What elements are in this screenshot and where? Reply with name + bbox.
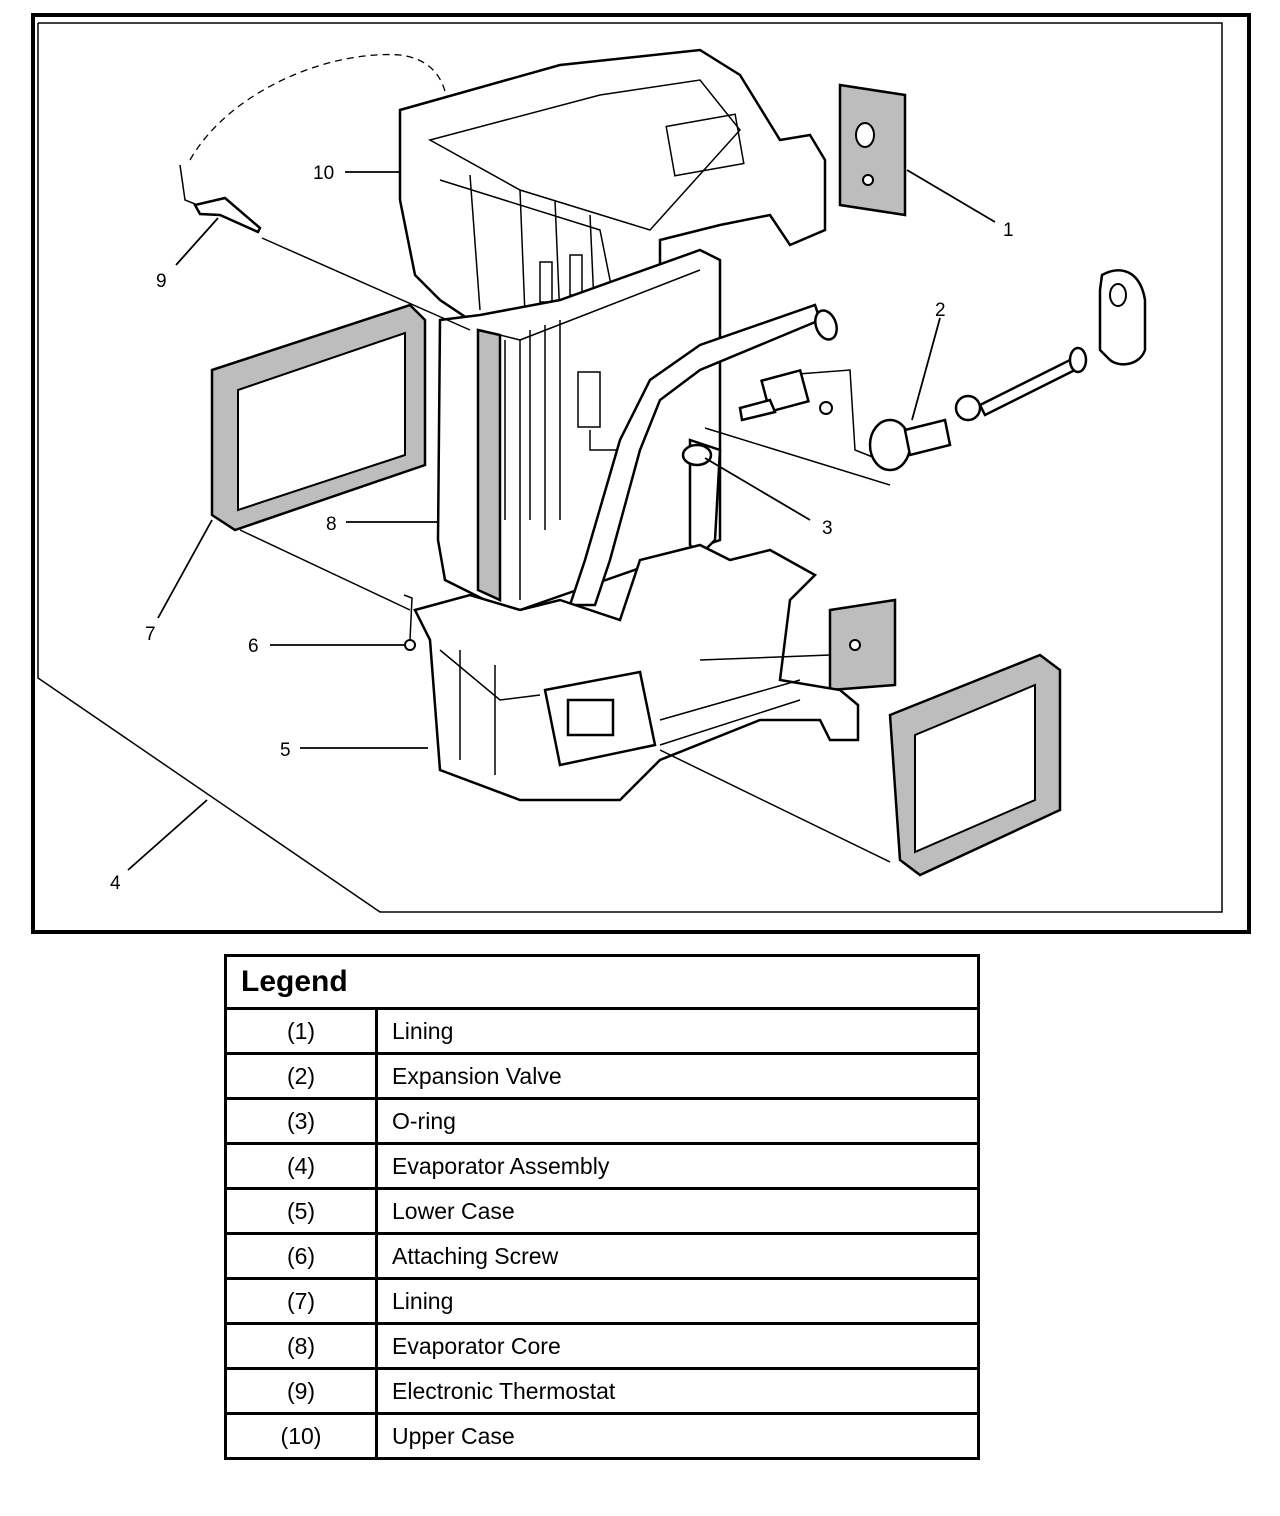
legend: Legend (1) Lining (2) Expansion Valve (3… — [224, 954, 980, 1460]
legend-description: Lining — [375, 1007, 980, 1055]
legend-row: (1) Lining — [224, 1007, 980, 1055]
legend-number: (6) — [224, 1232, 378, 1280]
legend-header-row: Legend — [224, 954, 980, 1010]
lining-7 — [210, 303, 427, 532]
legend-table: Legend (1) Lining (2) Expansion Valve (3… — [224, 954, 980, 1460]
upper-case — [398, 48, 827, 337]
callout-1: 1 — [1003, 220, 1014, 241]
legend-description: Evaporator Core — [375, 1322, 980, 1370]
legend-row: (3) O-ring — [224, 1097, 980, 1145]
callout-6: 6 — [248, 636, 259, 657]
legend-title: Legend — [224, 954, 980, 1010]
legend-row: (2) Expansion Valve — [224, 1052, 980, 1100]
legend-number: (9) — [224, 1367, 378, 1415]
legend-description: Lining — [375, 1277, 980, 1325]
callout-10: 10 — [313, 163, 334, 184]
legend-number: (8) — [224, 1322, 378, 1370]
expansion-valve — [738, 269, 1147, 472]
legend-number: (1) — [224, 1007, 378, 1055]
legend-number: (3) — [224, 1097, 378, 1145]
exploded-diagram: 1 2 3 4 5 6 7 8 9 10 — [31, 13, 1251, 934]
legend-row: (7) Lining — [224, 1277, 980, 1325]
attaching-screw — [403, 594, 416, 651]
legend-description: Upper Case — [375, 1412, 980, 1460]
legend-description: Lower Case — [375, 1187, 980, 1235]
callout-8: 8 — [326, 514, 337, 535]
legend-row: (8) Evaporator Core — [224, 1322, 980, 1370]
legend-number: (5) — [224, 1187, 378, 1235]
legend-row: (5) Lower Case — [224, 1187, 980, 1235]
legend-description: Attaching Screw — [375, 1232, 980, 1280]
electronic-thermostat — [179, 164, 262, 234]
legend-description: Electronic Thermostat — [375, 1367, 980, 1415]
legend-row: (9) Electronic Thermostat — [224, 1367, 980, 1415]
legend-row: (6) Attaching Screw — [224, 1232, 980, 1280]
callout-5: 5 — [280, 740, 291, 761]
legend-description: Expansion Valve — [375, 1052, 980, 1100]
callout-3: 3 — [822, 518, 833, 539]
lower-case — [413, 543, 860, 802]
legend-description: O-ring — [375, 1097, 980, 1145]
evaporator-core — [436, 248, 722, 612]
callout-4: 4 — [110, 873, 121, 894]
legend-row: (10) Upper Case — [224, 1412, 980, 1460]
o-ring — [681, 443, 713, 467]
legend-number: (10) — [224, 1412, 378, 1460]
lining-lower-right — [828, 598, 1062, 877]
figure-frame — [31, 13, 1251, 934]
legend-number: (4) — [224, 1142, 378, 1190]
legend-number: (7) — [224, 1277, 378, 1325]
legend-number: (2) — [224, 1052, 378, 1100]
legend-description: Evaporator Assembly — [375, 1142, 980, 1190]
lining-1 — [838, 83, 907, 217]
callout-9: 9 — [156, 271, 167, 292]
legend-row: (4) Evaporator Assembly — [224, 1142, 980, 1190]
assembly-outline — [37, 22, 1223, 913]
callout-7: 7 — [145, 624, 156, 645]
callout-2: 2 — [935, 300, 946, 321]
